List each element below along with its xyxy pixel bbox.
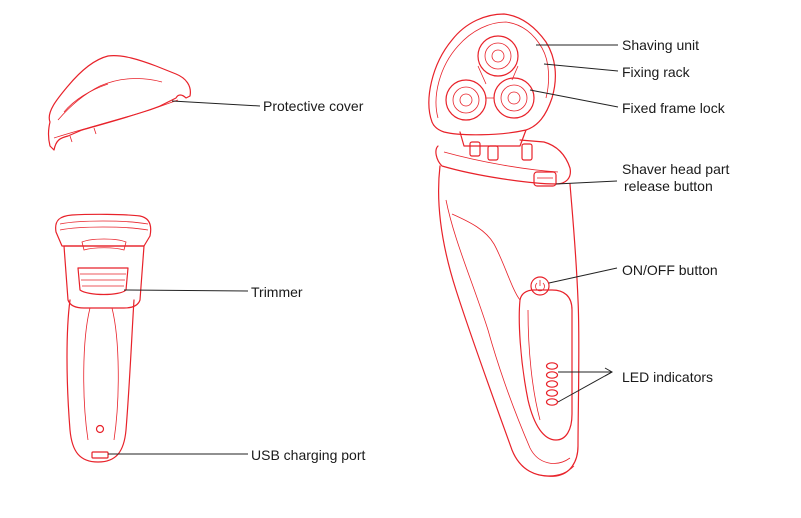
label-led-indicators: LED indicators	[622, 369, 714, 385]
label-fixing-rack: Fixing rack	[622, 64, 690, 80]
label-protective-cover: Protective cover	[263, 98, 364, 114]
label-on-off-button: ON/OFF button	[622, 262, 718, 278]
label-trimmer: Trimmer	[251, 284, 303, 300]
power-icon	[530, 276, 550, 296]
leader-lines	[108, 44, 619, 455]
label-release-button-line1: Shaver head part	[622, 161, 730, 177]
side-view-drawing	[428, 13, 580, 477]
protective-cover-drawing	[47, 55, 191, 151]
front-view-drawing	[55, 213, 152, 463]
label-fixed-frame-lock: Fixed frame lock	[622, 100, 725, 116]
label-shaving-unit: Shaving unit	[622, 37, 700, 53]
button-dot	[95, 424, 105, 434]
label-release-button-line2: release button	[624, 178, 713, 194]
label-usb-charging-port: USB charging port	[251, 447, 366, 463]
